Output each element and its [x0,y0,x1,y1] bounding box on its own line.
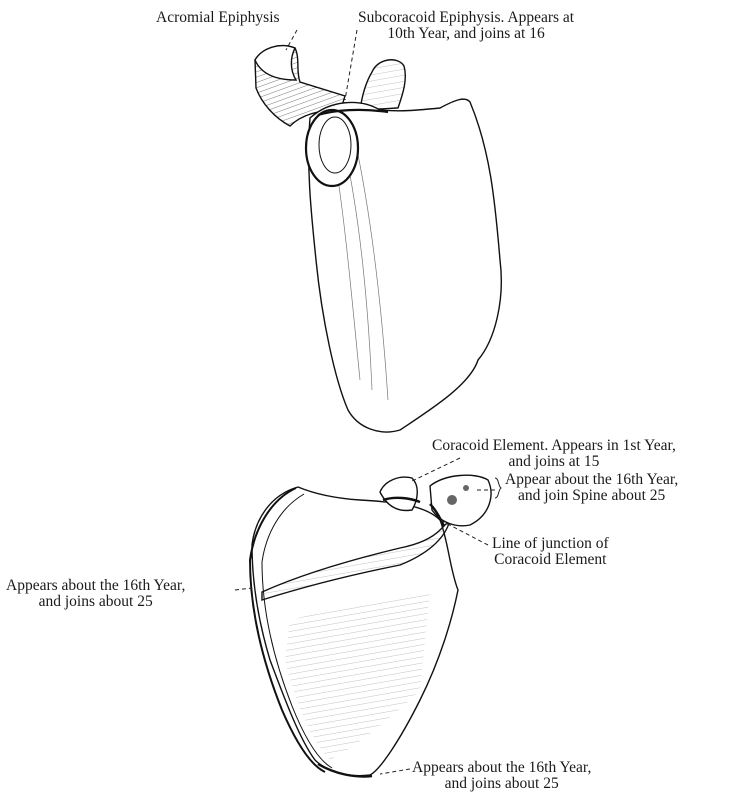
line-of-junction-line1: Line of junction of [492,536,609,552]
acromial-epiphysis-line1: Acromial Epiphysis [156,10,280,26]
vertebral-border-leader [235,588,252,590]
coracoid-element-line2: and joins at 15 [432,454,676,470]
coracoid-process [360,60,405,110]
spine-epiphyses-brace [495,478,501,498]
subcoracoid-line1: Subcoracoid Epiphysis. Appears at [358,10,574,26]
acromial-epiphysis-label: Acromial Epiphysis [156,10,280,26]
acromial-ossification-center-2 [463,485,469,491]
subcoracoid-line2: 10th Year, and joins at 16 [358,26,574,42]
inferior-angle-line1: Appears about the 16th Year, [412,760,591,776]
glenoid-cavity [306,110,358,186]
spine-epiphyses-line1: Appear about the 16th Year, [505,472,678,488]
coracoid-element-line1: Coracoid Element. Appears in 1st Year, [432,438,676,454]
subcoracoid-epiphysis-label: Subcoracoid Epiphysis. Appears at 10th Y… [358,10,574,42]
inferior-angle-leader [380,769,410,774]
coracoid-element-label: Coracoid Element. Appears in 1st Year, a… [432,438,676,470]
acromial-ossification-center-1 [447,495,457,505]
inferior-angle-label: Appears about the 16th Year, and joins a… [412,760,591,792]
spine-epiphyses-line2: and join Spine about 25 [505,488,678,504]
upper-scapula-view [255,46,501,432]
line-of-junction-line2: Coracoid Element [492,552,609,568]
subcoracoid-leader [345,30,357,100]
spine-epiphyses-label: Appear about the 16th Year, and join Spi… [505,472,678,504]
vertebral-border-line1: Appears about the 16th Year, [6,578,185,594]
vertebral-border-label: Appears about the 16th Year, and joins a… [6,578,185,610]
vertebral-border-line2: and joins about 25 [6,594,185,610]
lower-scapula-view [250,475,491,776]
line-of-junction-label: Line of junction of Coracoid Element [492,536,609,568]
